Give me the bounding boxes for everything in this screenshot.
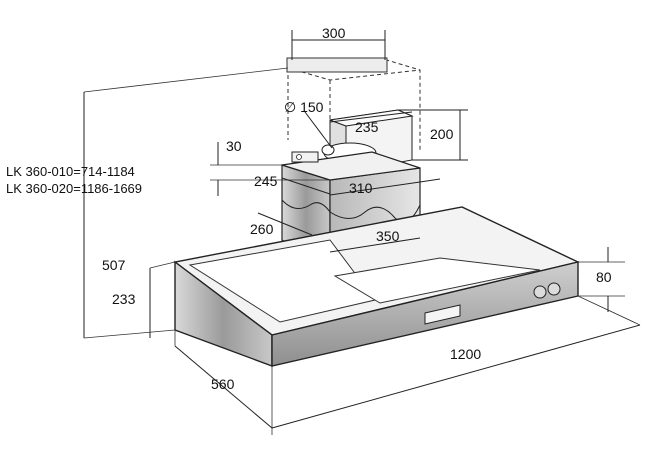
dim-duct-diameter: ∅ 150 [284, 99, 324, 115]
dim-chimney-base-depth: 260 [250, 221, 274, 237]
dim-duct-width: 235 [355, 119, 379, 135]
dimension-lines [83, 30, 641, 429]
dimension-labels: 300 ∅ 150 235 200 30 245 310 260 350 507… [102, 25, 612, 392]
dim-depth: 560 [211, 376, 235, 392]
model-line-2: LK 360-020=1186-1669 [6, 181, 142, 196]
dim-chimney-base-width: 350 [376, 228, 400, 244]
dim-front-height: 80 [596, 269, 612, 285]
model-labels: LK 360-010=714-1184 LK 360-020=1186-1669 [6, 164, 142, 196]
dim-top-offset: 30 [226, 138, 242, 154]
reference-lines [83, 67, 641, 435]
dim-chimney-top-width: 300 [322, 25, 346, 41]
dim-chimney-width: 310 [349, 180, 373, 196]
hood-body [173, 206, 581, 368]
hood-knob-right [547, 282, 561, 296]
dim-hood-height: 233 [112, 291, 136, 307]
hood-display [424, 304, 461, 325]
dim-chimney-side-depth: 245 [254, 173, 278, 189]
dim-width: 1200 [450, 346, 481, 362]
hood-knob-left [533, 285, 547, 299]
model-line-1: LK 360-010=714-1184 [6, 164, 135, 179]
dim-duct-height: 200 [430, 126, 454, 142]
dim-height-to-mount: 507 [102, 257, 126, 273]
ceiling-bracket [286, 57, 388, 73]
